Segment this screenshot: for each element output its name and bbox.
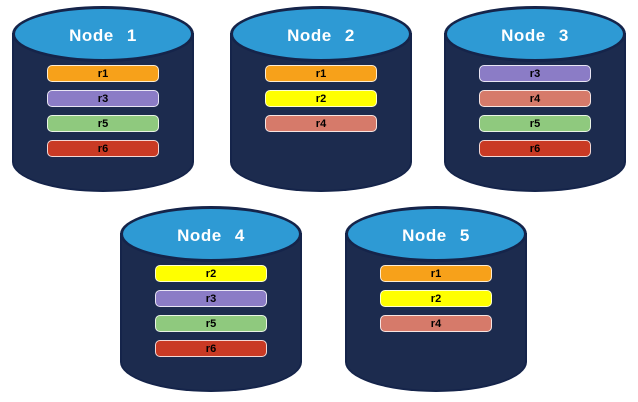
db-node-3: Node 3 r3 r4 r5 r6	[444, 6, 626, 192]
replica-bar-r5: r5	[155, 315, 267, 332]
cylinder-top: Node 5	[345, 206, 527, 262]
replica-bar-r5: r5	[47, 115, 159, 132]
cylinder-top: Node 3	[444, 6, 626, 62]
replica-bar-r4: r4	[380, 315, 492, 332]
replica-list: r1 r2 r4	[230, 65, 412, 132]
cylinder-top: Node 1	[12, 6, 194, 62]
db-node-2: Node 2 r1 r2 r4	[230, 6, 412, 192]
replica-bar-r4: r4	[265, 115, 377, 132]
replica-bar-r1: r1	[380, 265, 492, 282]
replica-bar-r1: r1	[47, 65, 159, 82]
replica-bar-r3: r3	[479, 65, 591, 82]
replica-list: r1 r3 r5 r6	[12, 65, 194, 157]
replica-bar-r1: r1	[265, 65, 377, 82]
replica-bar-r2: r2	[155, 265, 267, 282]
replica-bar-r5: r5	[479, 115, 591, 132]
replica-bar-r3: r3	[155, 290, 267, 307]
cylinder-top: Node 4	[120, 206, 302, 262]
db-node-1: Node 1 r1 r3 r5 r6	[12, 6, 194, 192]
db-node-5: Node 5 r1 r2 r4	[345, 206, 527, 392]
replica-list: r3 r4 r5 r6	[444, 65, 626, 157]
node-label: Node 1	[69, 26, 137, 45]
replica-bar-r6: r6	[155, 340, 267, 357]
replica-list: r2 r3 r5 r6	[120, 265, 302, 357]
node-label: Node 2	[287, 26, 355, 45]
db-node-4: Node 4 r2 r3 r5 r6	[120, 206, 302, 392]
replica-bar-r6: r6	[479, 140, 591, 157]
node-label: Node 4	[177, 226, 245, 245]
replica-bar-r2: r2	[380, 290, 492, 307]
replica-bar-r4: r4	[479, 90, 591, 107]
node-label: Node 3	[501, 26, 569, 45]
replica-bar-r2: r2	[265, 90, 377, 107]
replica-bar-r6: r6	[47, 140, 159, 157]
node-label: Node 5	[402, 226, 470, 245]
replica-bar-r3: r3	[47, 90, 159, 107]
cylinder-top: Node 2	[230, 6, 412, 62]
replica-list: r1 r2 r4	[345, 265, 527, 332]
